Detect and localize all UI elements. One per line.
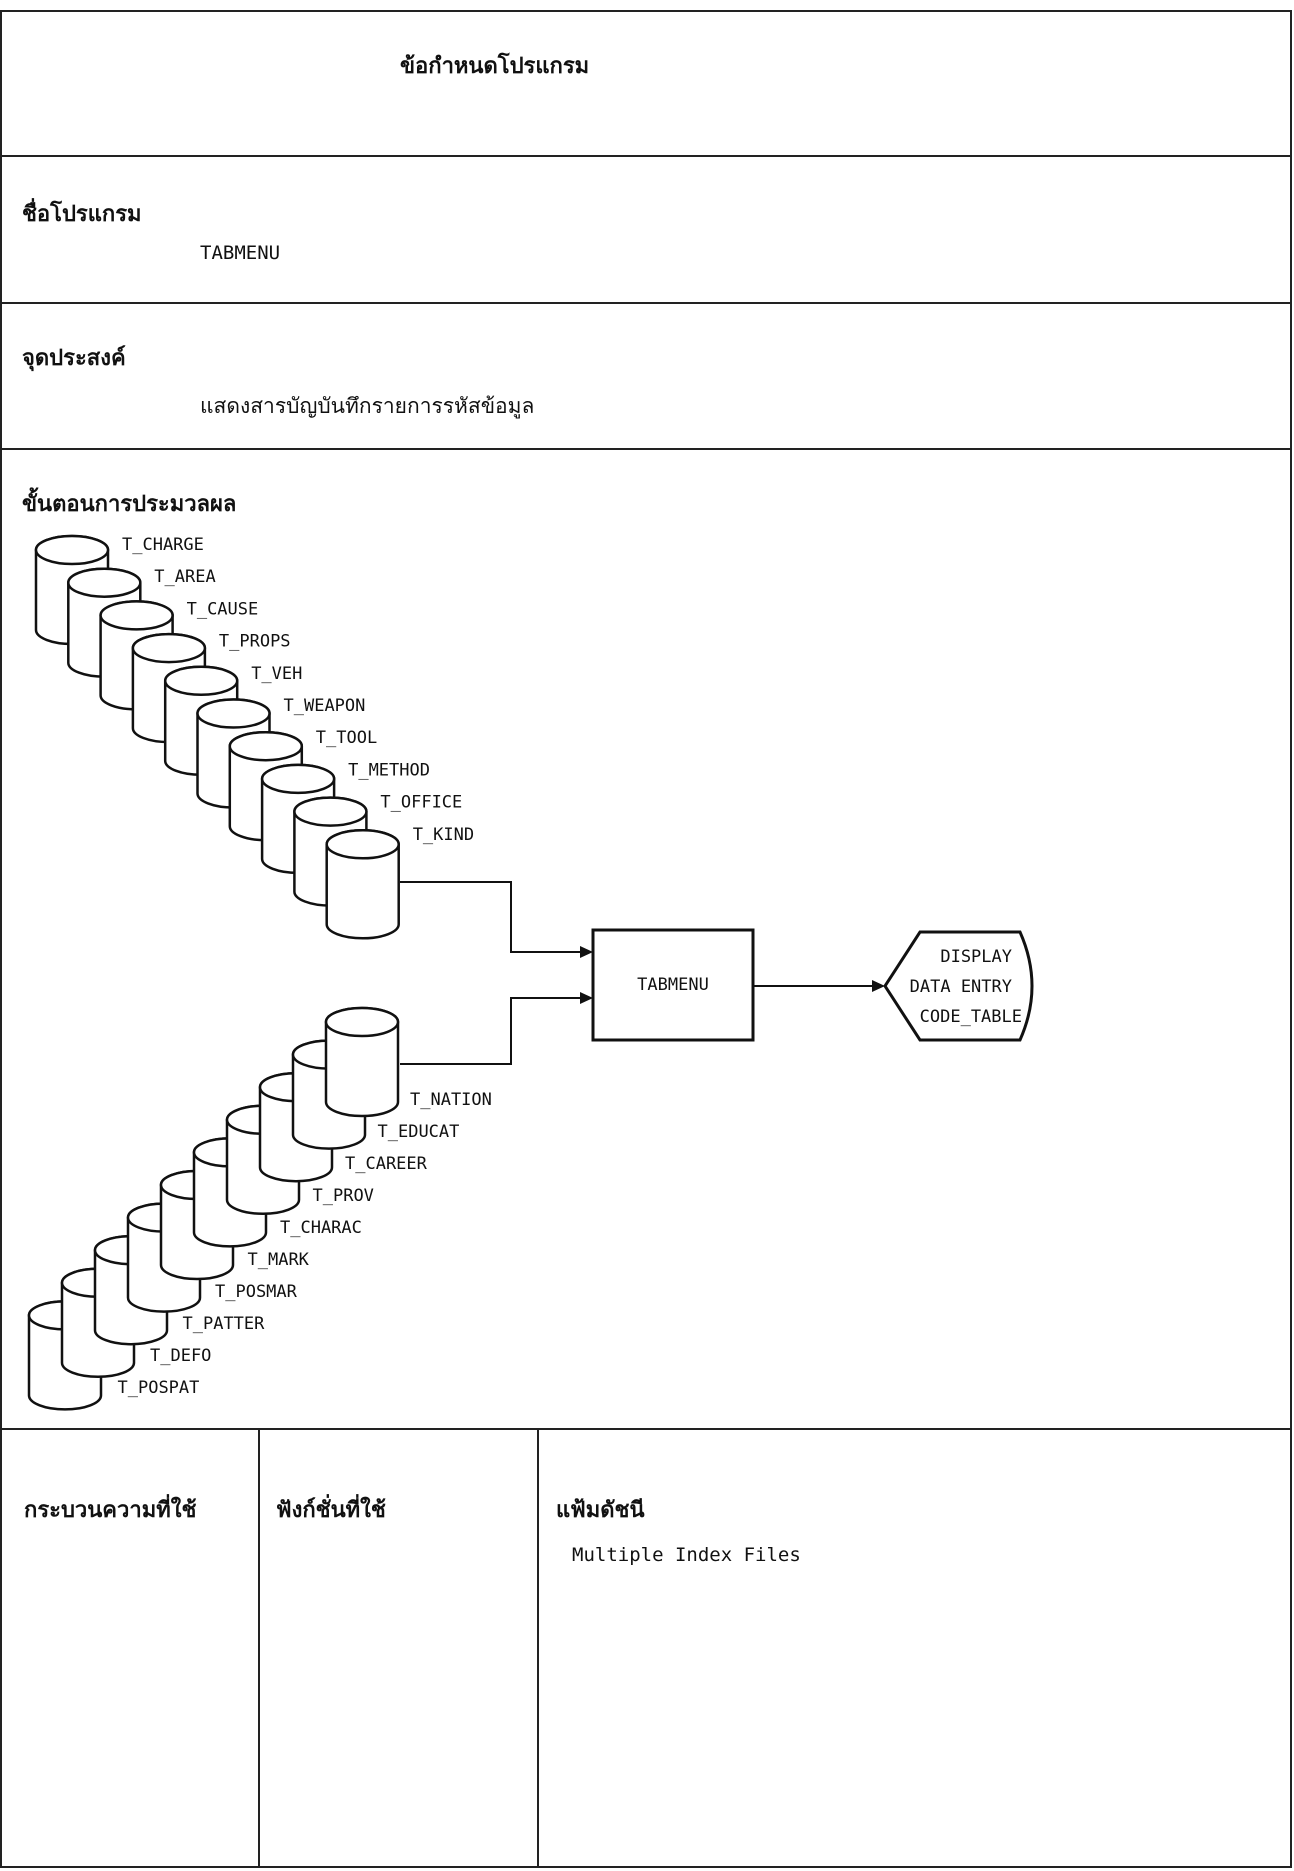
lower-file-label: T_NATION xyxy=(410,1090,492,1110)
upper-file-label: T_WEAPON xyxy=(284,696,366,716)
divider xyxy=(0,448,1292,450)
program-name-value: TABMENU xyxy=(200,242,281,264)
spec-frame xyxy=(0,10,1292,1868)
upper-file-stack: T_CHARGE T_AREA T_CAUSE T_PROPS T_VEH T_WEAPO… xyxy=(34,534,474,940)
divider xyxy=(0,1428,1292,1430)
lower-file-stack: T_NATION T_EDUCAT T_CAREER T_PROV T_CHARAC T_… xyxy=(27,1006,492,1411)
purpose-value: แสดงสารบัญบันทึกรายการรหัสข้อมูล xyxy=(200,394,535,418)
upper-file-label: T_KIND xyxy=(413,825,474,845)
upper-file-label: T_AREA xyxy=(154,567,215,587)
upper-file-label: T_CHARGE xyxy=(122,535,204,555)
lower-file-label: T_POSPAT xyxy=(118,1378,200,1398)
upper-file-label: T_PROPS xyxy=(219,632,291,652)
col1-label: กระบวนความที่ใช้ xyxy=(24,1498,197,1523)
lower-file-label: T_MARK xyxy=(248,1250,310,1270)
output-line-3: CODE_TABLE xyxy=(920,1007,1022,1027)
column-divider xyxy=(537,1428,539,1868)
upper-file-label: T_VEH xyxy=(251,664,302,684)
lower-flow-line xyxy=(400,997,584,1065)
upper-file-label: T_OFFICE xyxy=(380,793,462,813)
lower-file-label: T_CAREER xyxy=(345,1154,428,1174)
divider xyxy=(0,155,1292,157)
lower-file-label: T_DEFO xyxy=(150,1346,211,1366)
col3-label: แฟ้มดัชนี xyxy=(556,1498,645,1523)
output-line-2: DATA ENTRY xyxy=(910,977,1012,997)
program-name-label: ชื่อโปรแกรม xyxy=(22,202,142,227)
purpose-label: จุดประสงค์ xyxy=(22,346,126,371)
lower-file-label: T_POSMAR xyxy=(215,1282,298,1302)
process-box-label: TABMENU xyxy=(637,975,709,995)
tabmenu-process-box xyxy=(591,928,755,1042)
processing-label: ขั้นตอนการประมวลผล xyxy=(22,492,237,517)
arrowhead xyxy=(580,946,593,958)
lower-file-label: T_PATTER xyxy=(183,1314,266,1334)
col3-value: Multiple Index Files xyxy=(572,1544,801,1566)
divider xyxy=(0,302,1292,304)
display-symbol xyxy=(883,930,1034,1042)
output-line-1: DISPLAY xyxy=(940,947,1012,967)
upper-file-label: T_METHOD xyxy=(348,760,430,780)
column-divider xyxy=(258,1428,260,1868)
lower-file-label: T_PROV xyxy=(313,1186,374,1206)
arrowhead xyxy=(580,992,593,1004)
database-cylinder-icon xyxy=(324,1006,400,1118)
upper-file-label: T_TOOL xyxy=(316,728,377,748)
upper-flow-line xyxy=(400,881,584,953)
upper-file-label: T_CAUSE xyxy=(187,599,259,619)
arrowhead xyxy=(872,980,885,992)
document-title: ข้อกำหนดโปรแกรม xyxy=(400,54,590,79)
lower-file-label: T_CHARAC xyxy=(280,1218,362,1238)
database-cylinder-icon xyxy=(325,829,400,940)
lower-file-label: T_EDUCAT xyxy=(378,1122,460,1142)
col2-label: ฟังก์ชั่นที่ใช้ xyxy=(276,1498,386,1523)
